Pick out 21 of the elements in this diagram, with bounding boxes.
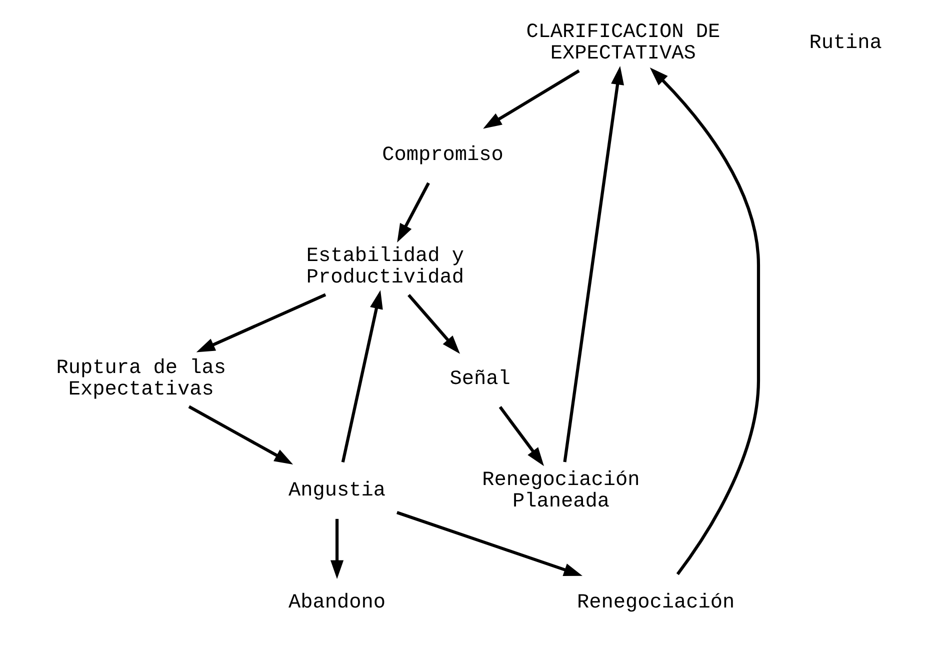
arrow [483,69,580,129]
node-text: Señal [450,368,510,391]
node-text: CLARIFICACION DE EXPECTATIVAS [526,20,720,66]
arrow [330,518,344,579]
arrow [498,406,544,466]
node-text: Renegociación [577,592,735,615]
arrow [650,68,760,576]
node-text: Ruptura de las Expectativas [56,356,226,402]
node-text: Estabilidad y Productividad [306,244,464,290]
label: Rutina [809,32,882,55]
node-text: Compromiso [382,144,504,167]
arrow [396,511,582,576]
arrow [563,66,624,462]
node-text: Renegociación Planeada [482,468,640,514]
arrow [397,182,430,243]
node-text: Angustia [288,480,386,503]
arrow [188,405,294,464]
arrow [341,290,383,462]
arrow [196,293,326,352]
arrow [408,294,460,354]
node-text: Abandono [288,592,386,615]
